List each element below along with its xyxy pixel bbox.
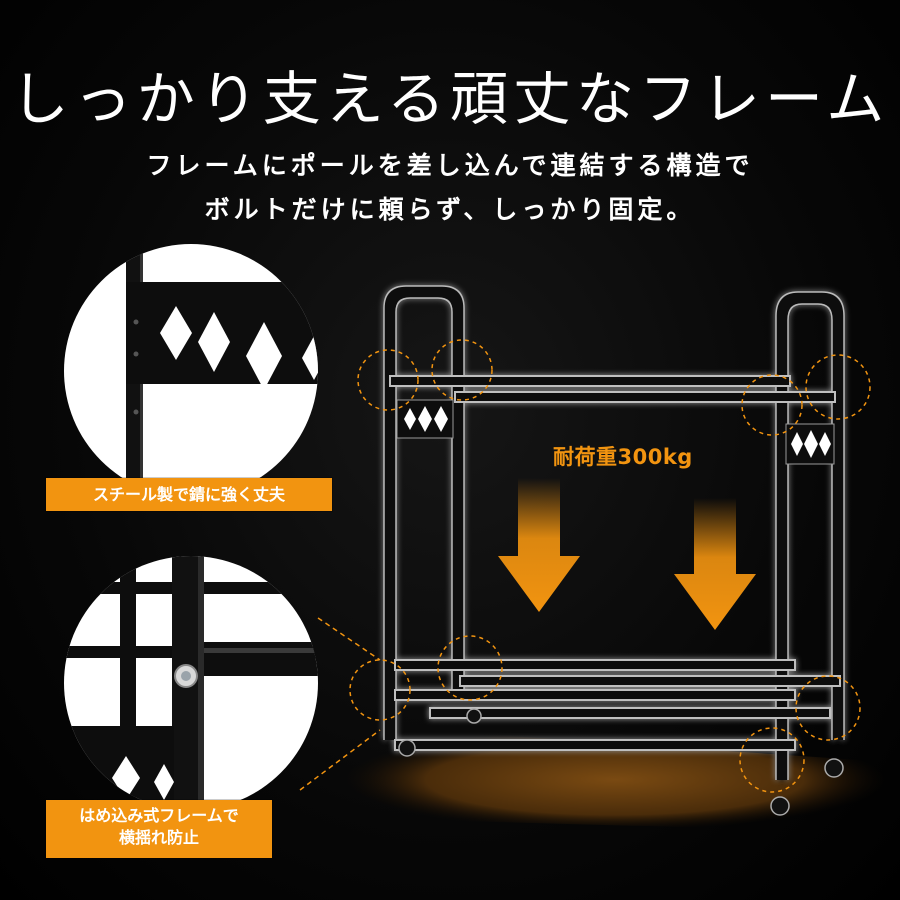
callout-fit-frame: はめ込み式フレームで 横揺れ防止 bbox=[46, 800, 272, 858]
load-arrows bbox=[498, 478, 756, 630]
casters bbox=[398, 708, 844, 816]
callout-fit-line-1: はめ込み式フレームで bbox=[79, 806, 239, 825]
subtitle-line-2: ボルトだけに頼らず、しっかり固定。 bbox=[204, 195, 696, 224]
highlight-circles bbox=[349, 339, 871, 793]
floor-glow bbox=[345, 729, 885, 830]
detail-circle-steel bbox=[64, 244, 318, 498]
diamond-panel-right bbox=[785, 423, 835, 465]
page-title: しっかり支える頑丈なフレーム bbox=[10, 65, 890, 133]
subtitle-line-1: フレームにポールを差し込んで連結する構造で bbox=[146, 151, 754, 180]
diamond-panel-left bbox=[396, 399, 454, 439]
callout-fit-line-2: 横揺れ防止 bbox=[118, 828, 199, 847]
callout-steel: スチール製で錆に強く丈夫 bbox=[46, 478, 332, 511]
steel-panel-closeup bbox=[126, 244, 318, 498]
rack-frame bbox=[383, 285, 845, 780]
tire-rack-illustration bbox=[345, 285, 885, 830]
load-capacity-label: 耐荷重300kg bbox=[553, 445, 693, 469]
detail-circle-joint bbox=[64, 556, 318, 810]
